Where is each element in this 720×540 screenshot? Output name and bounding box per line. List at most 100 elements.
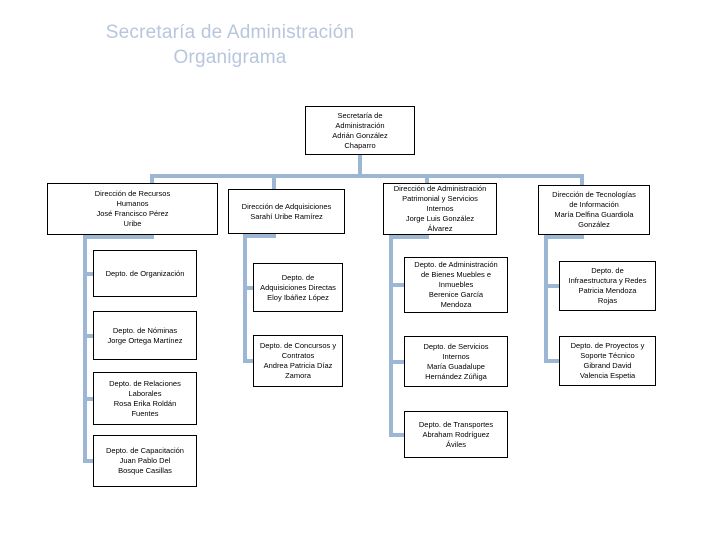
node-dep-bienes-muebles-inmuebles-line-4: Berenice García (428, 290, 484, 299)
node-dir-tecnologias-line-2: de Información (569, 200, 619, 209)
node-dir-patrimonial-line-2: Patrimonial y Servicios (402, 194, 478, 203)
node-dep-relaciones-laborales-line-4: Fuentes (131, 408, 159, 418)
node-dep-relaciones-laborales-line-1: Depto. de Relaciones (109, 378, 181, 388)
connector-stub-dep-concursos-contratos (243, 359, 253, 363)
connector-stub-dep-adquisiciones-directas (243, 285, 253, 290)
node-dep-bienes-muebles-inmuebles-line-2: de Bienes Muebles e (420, 270, 492, 279)
connector-drop-dir-patrimonial (425, 174, 429, 183)
page-title-line-2: Organigrama (173, 47, 287, 68)
connector-drop-dir-tecnologias (580, 174, 584, 185)
node-dep-transportes-line-3: Áviles (445, 439, 466, 449)
node-dir-adquisiciones-line-2: Sarahí Uribe Ramírez (250, 211, 323, 221)
connector-spine-dir-patrimonial (389, 235, 393, 437)
node-dep-relaciones-laborales-line-3: Rosa Erika Roldán (113, 398, 177, 408)
connector-spine-dir-adquisiciones (243, 234, 247, 363)
node-dep-relaciones-laborales-line-2: Laborales (128, 388, 162, 398)
page-title: Secretaría de Administración Organigrama (20, 20, 440, 70)
node-dep-transportes-line-2: Abraham Rodríguez (422, 429, 490, 439)
node-dep-proyectos-soporte-line-1: Depto. de Proyectos y (570, 341, 645, 350)
node-dep-adquisiciones-directas-line-3: Eloy Ibáñez López (267, 292, 329, 302)
node-dep-nominas-line-1: Depto. de Nóminas (112, 325, 178, 335)
connector-stub-dep-proyectos-soporte (544, 359, 559, 363)
node-dep-infraestructura-redes-line-3: Patricia Mendoza (578, 286, 637, 295)
connector-spine-hop-dir-tecnologias (544, 235, 584, 239)
node-dep-concursos-contratos-line-4: Zamora (285, 371, 311, 380)
node-dep-infraestructura-redes-line-4: Rojas (597, 296, 618, 305)
node-dep-adquisiciones-directas-line-2: Adquisiciones Directas (260, 282, 336, 292)
node-dep-capacitacion-line-3: Bosque Casillas (118, 466, 172, 475)
node-root-line-1: Secretaría de (337, 110, 383, 120)
node-dir-patrimonial-line-3: Internos (426, 204, 454, 213)
node-dep-bienes-muebles-inmuebles-line-1: Depto. de Administración (414, 260, 498, 269)
node-root-line-3: Adrián González (332, 130, 388, 140)
node-dep-concursos-contratos-line-2: Contratos (281, 351, 315, 360)
node-dir-patrimonial-line-1: Dirección de Administración (393, 184, 487, 193)
connector-stub-dep-servicios-internos (389, 359, 404, 364)
node-dep-infraestructura-redes-line-1: Depto. de (591, 266, 624, 275)
node-dep-nominas-line-2: Jorge Ortega Martínez (107, 335, 183, 345)
connector-spine-dir-tecnologias (544, 235, 548, 363)
node-dir-rh-line-1: Dirección de Recursos (94, 189, 171, 198)
node-dep-capacitacion-line-1: Depto. de Capacitación (106, 446, 184, 455)
connector-direction-bus (150, 174, 584, 178)
node-dir-tecnologias-line-1: Dirección de Tecnologías (552, 190, 636, 199)
node-dep-infraestructura-redes-line-2: Infraestructura y Redes (568, 276, 647, 285)
connector-stub-dep-infraestructura-redes (544, 284, 559, 288)
connector-stub-dep-bienes-muebles-inmuebles (389, 283, 404, 287)
node-dep-servicios-internos-line-4: Hernández Zúñiga (425, 371, 487, 381)
node-dep-concursos-contratos-line-3: Andrea Patricia Díaz (263, 361, 333, 370)
connector-drop-dir-rh (150, 174, 154, 183)
node-dep-servicios-internos-line-3: María Guadalupe (427, 361, 485, 371)
connector-stub-dep-relaciones-laborales (83, 396, 93, 401)
node-dep-bienes-muebles-inmuebles-line-5: Mendoza (440, 300, 472, 309)
connector-spine-dir-rh (83, 235, 87, 463)
node-root-line-2: Administración (335, 120, 385, 130)
node-dep-servicios-internos-line-1: Depto. de Servicios (423, 341, 489, 351)
node-dir-adquisiciones-line-1: Dirección de Adquisiciones (241, 201, 332, 211)
node-dep-organizacion-line-1: Depto. de Organización (105, 268, 185, 278)
node-dep-servicios-internos-line-2: Internos (442, 351, 470, 361)
connector-stub-dep-nominas (83, 333, 93, 338)
node-dep-transportes-line-1: Depto. de Transportes (418, 419, 494, 429)
node-dep-proyectos-soporte-line-3: Gibrand David (583, 361, 632, 370)
connector-stub-dep-transportes (389, 432, 404, 437)
page-title-line-1: Secretaría de Administración (105, 22, 355, 43)
node-dep-proyectos-soporte-line-2: Soporte Técnico (580, 351, 635, 360)
connector-root-trunk (358, 155, 362, 178)
node-dir-tecnologias-line-4: González (578, 220, 610, 229)
connector-spine-hop-dir-rh (83, 235, 154, 239)
node-root-line-4: Chaparro (344, 140, 376, 150)
connector-spine-hop-dir-patrimonial (389, 235, 429, 239)
node-dep-proyectos-soporte-line-4: Valencia Espetia (579, 371, 636, 380)
node-dep-organizacion[interactable]: Depto. de Organización (93, 250, 197, 297)
node-dep-bienes-muebles-inmuebles-line-3: Inmuebles (438, 280, 474, 289)
connector-stub-dep-organizacion (83, 271, 93, 276)
node-dep-capacitacion-line-2: Juan Pablo Del (119, 456, 171, 465)
node-dep-adquisiciones-directas-line-1: Depto. de (281, 272, 315, 282)
node-dir-rh-line-3: José Francisco Pérez (96, 209, 169, 218)
node-dep-concursos-contratos-line-1: Depto. de Concursos y (259, 341, 337, 350)
node-dir-rh-line-4: Uribe (123, 219, 142, 228)
connector-stub-dep-capacitacion (83, 459, 93, 463)
node-dir-patrimonial-line-5: Álvarez (427, 224, 453, 233)
node-dir-patrimonial-line-4: Jorge Luis González (405, 214, 475, 223)
node-dir-tecnologias-line-3: María Delfina Guardiola (554, 210, 634, 219)
connector-drop-dir-adquisiciones (272, 174, 276, 189)
connector-spine-hop-dir-adquisiciones (243, 234, 276, 238)
